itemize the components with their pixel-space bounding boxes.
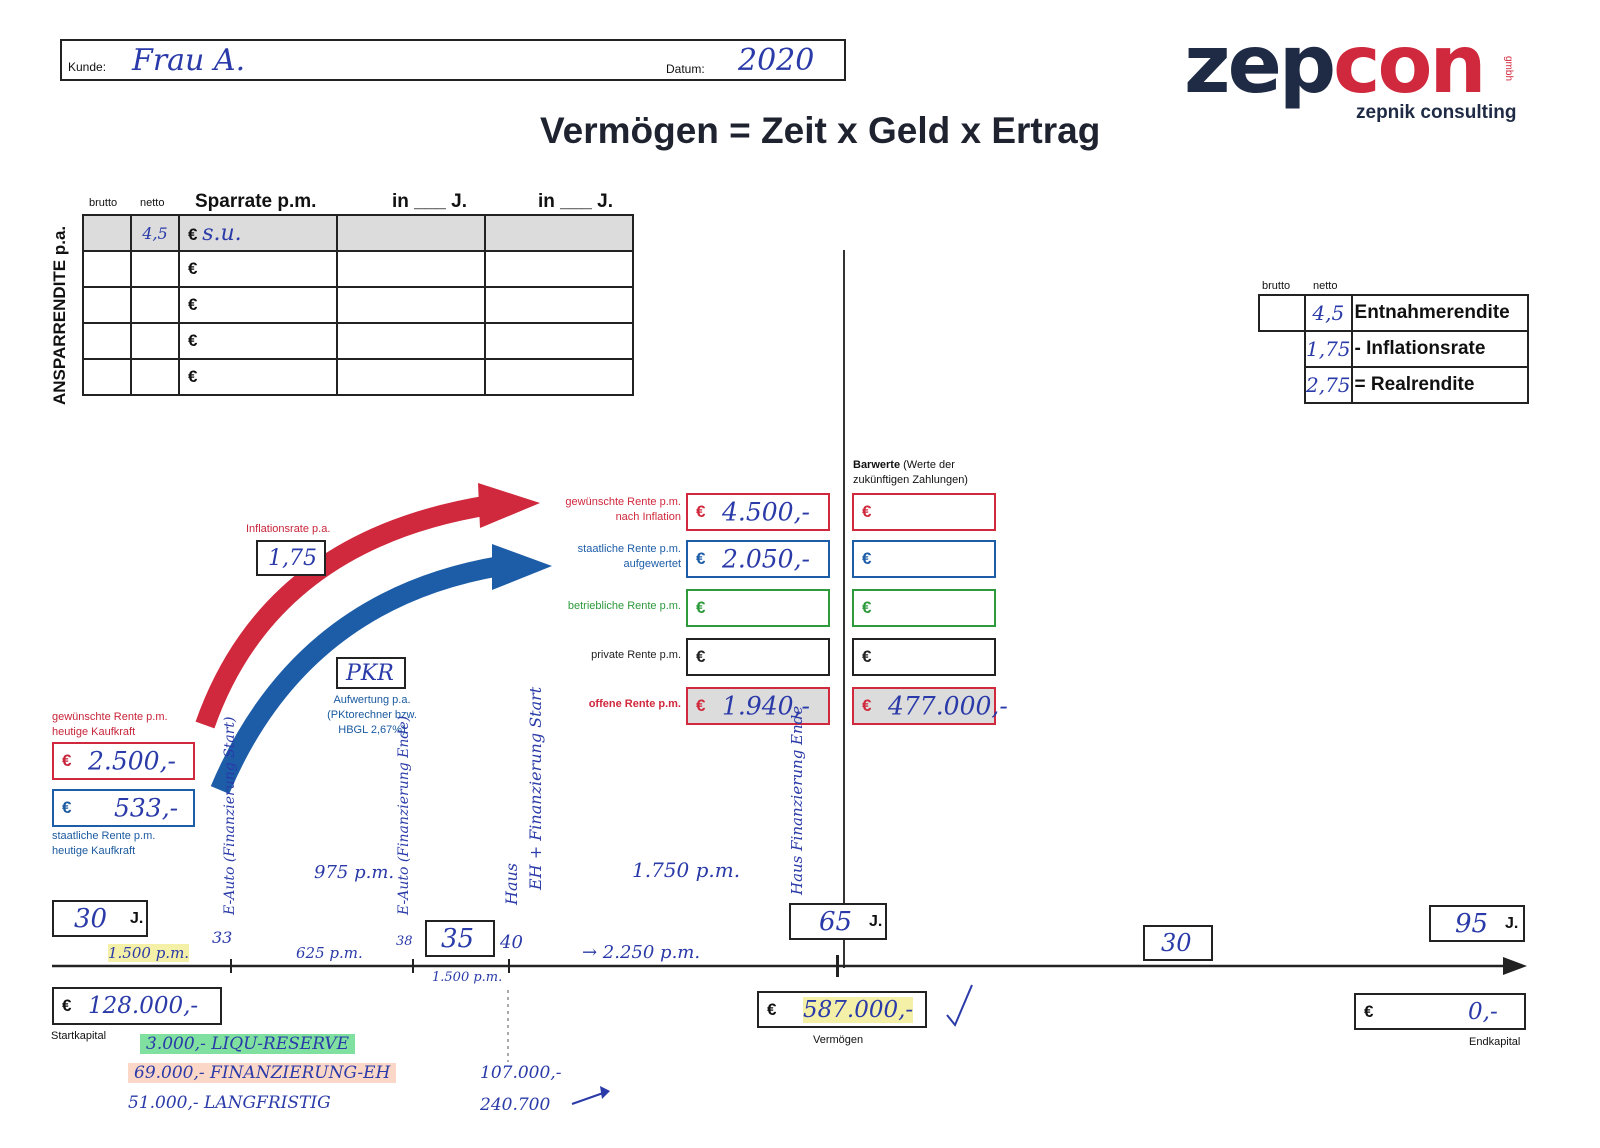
note-rate-2250: → 2.250 p.m. (582, 942, 701, 963)
logo-tagline: zepnik consulting (1356, 102, 1517, 123)
rente-label: offene Rente p.m. (588, 698, 681, 710)
kunde-label: Kunde: (68, 60, 107, 74)
barwerte-label: Barwerte (Werte der zukünftigen Zahlunge… (853, 459, 968, 486)
table-row: 1,75 - Inflationsrate (1259, 330, 1529, 368)
note-240700: 240.700 (480, 1095, 551, 1115)
endkapital-box: € 0,- (1354, 993, 1526, 1030)
note-haus-ende: Haus Finanzierung Ende (788, 705, 806, 895)
rente-value-box: €1.940,- (686, 687, 830, 725)
red-arrow-head (478, 483, 540, 528)
rente-label: private Rente p.m. (591, 649, 681, 661)
note-rate-1750: 1.750 p.m. (632, 858, 741, 882)
note-107000: 107.000,- (480, 1063, 562, 1083)
arrow-icon (571, 1091, 607, 1105)
timeline-arrow-head (1503, 957, 1527, 975)
rente-label: staatliche Rente p.m. aufgewertet (577, 543, 681, 570)
ansparen-col-netto: netto (140, 197, 165, 209)
tick-label-40: 40 (500, 932, 523, 953)
endkapital-label: Endkapital (1469, 1036, 1521, 1048)
table-row: € (82, 250, 634, 288)
inflation-box: 1,75 (256, 540, 326, 576)
tick-40 (508, 959, 510, 973)
startkapital-label: Startkapital (51, 1030, 107, 1042)
note-finanzierung: 69.000,- FINANZIERUNG-EH (128, 1063, 397, 1083)
tick-33 (230, 959, 232, 973)
rente-barwert-box: € (852, 589, 996, 627)
rente-value-box: €4.500,- (686, 493, 830, 531)
zepcon-logo: zepcon zepnik consulting gmbh (1178, 18, 1538, 126)
startkapital-box: € 128.000,- (52, 987, 222, 1025)
rente-barwert-box: € (852, 540, 996, 578)
entnahme-table: 4,5 Entnahmerendite 1,75 - Inflationsrat… (1258, 294, 1529, 404)
customer-header-box: Kunde: Frau A. Datum: 2020 (60, 39, 846, 81)
tick-label-38: 38 (396, 934, 413, 949)
ansparen-col-brutto: brutto (89, 197, 118, 209)
note-langfristig: 51.000,- LANGFRISTIG (128, 1093, 331, 1113)
tick-65 (836, 955, 839, 977)
note-rate-625: 625 p.m. (296, 944, 363, 962)
note-rate-1500: 1.500 p.m. (108, 944, 190, 962)
table-row: € (82, 358, 634, 396)
age-mid-box: 35 (425, 920, 495, 957)
tick-label-33: 33 (212, 928, 233, 947)
ansparrendite-table: 4,5 € s.u. € € € € (82, 214, 634, 396)
inflation-label: Inflationsrate p.a. (246, 523, 331, 535)
logo-wordmark: zepcon (1184, 18, 1486, 111)
blue-arrow-head (492, 544, 552, 590)
entnahme-col-brutto: brutto (1262, 280, 1291, 292)
ansparen-col-in2: in ___ J. (538, 191, 613, 212)
rente-barwert-box: €477.000,- (852, 687, 1008, 725)
vermoegen-box: € 587.000,- (757, 991, 927, 1028)
rente-label: gewünschte Rente p.m. nach Inflation (565, 496, 681, 523)
datum-label: Datum: (666, 62, 705, 76)
rente-label: betriebliche Rente p.m. (567, 600, 681, 612)
vermoegen-label: Vermögen (813, 1034, 864, 1046)
sparrate-cell: € s.u. (178, 214, 338, 252)
kunde-value: Frau A. (132, 43, 246, 78)
note-eauto-ende: E-Auto (Finanzierung Ende) (396, 715, 412, 915)
age-start-box: 30 J. (52, 900, 148, 937)
rente-value-box: €2.050,- (686, 540, 830, 578)
table-row: 4,5 € s.u. (82, 214, 634, 252)
netto-cell: 4,5 (130, 214, 180, 252)
rente-barwert-box: € (852, 638, 996, 676)
rente-value-box: € (686, 589, 830, 627)
duration-box: 30 (1143, 925, 1213, 961)
note-haus: Haus (502, 862, 521, 905)
staatlich-heute-label: staatliche Rente p.m. heutige Kaufkraft (52, 830, 156, 857)
table-row: € (82, 286, 634, 324)
age-retire-box: 65 J. (789, 903, 887, 940)
pkr-label: Aufwertung p.a. (PKtorechner bzw. HBGL 2… (327, 694, 417, 736)
gewuenscht-heute-box: € 2.500,- (52, 742, 195, 780)
check-icon (946, 984, 973, 1027)
rente-barwert-box: € (852, 493, 996, 531)
rente-value-box: € (686, 638, 830, 676)
table-row: 2,75 = Realrendite (1259, 366, 1529, 404)
staatlich-heute-box: € 533,- (52, 789, 195, 827)
note-eh-start: EH + Finanzierung Start (526, 686, 545, 890)
note-rate-1500b: 1.500 p.m. (432, 970, 503, 985)
ansparen-col-in1: in ___ J. (392, 191, 467, 212)
note-liquiditaet: 3.000,- LIQU-RESERVE (140, 1034, 356, 1054)
entnahme-col-netto: netto (1313, 280, 1338, 292)
note-eauto-start: E-Auto (Finanzierung Start) (222, 716, 238, 916)
table-row: € (82, 322, 634, 360)
datum-value: 2020 (738, 43, 815, 78)
retirement-divider (843, 250, 845, 968)
page-title: Vermögen = Zeit x Geld x Ertrag (540, 110, 1101, 151)
gewuenscht-heute-label: gewünschte Rente p.m. heutige Kaufkraft (52, 711, 168, 738)
note-rate-975: 975 p.m. (314, 862, 395, 883)
table-row: 4,5 Entnahmerendite (1258, 294, 1529, 332)
age-end-box: 95 J. (1429, 905, 1525, 942)
pkr-box: PKR (336, 657, 406, 689)
tick-38 (412, 959, 414, 973)
ansparen-col-sparrate: Sparrate p.m. (195, 191, 317, 212)
